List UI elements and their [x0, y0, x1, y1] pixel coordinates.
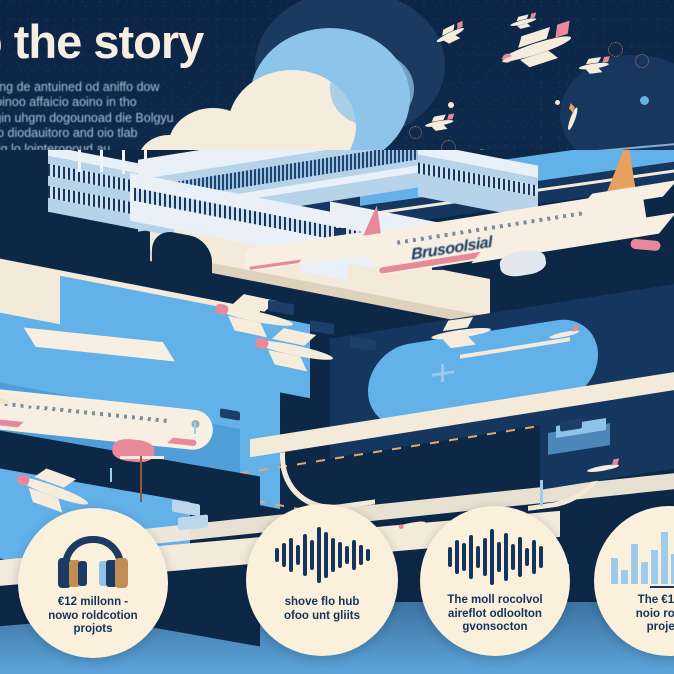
- callout-text: €12 millonn - nowo roldcotion projots: [27, 596, 159, 637]
- waveform-bar: [510, 544, 515, 570]
- page-title: o the story: [0, 15, 204, 68]
- chart-bar: [660, 532, 668, 585]
- antenna-mast-2: [100, 150, 103, 172]
- waveform-bar: [482, 538, 487, 576]
- light-pole-mast: [140, 456, 142, 502]
- body-line: o pegin uhgm dogounoad die Bolgyu: [0, 110, 174, 125]
- callout-line: The moll rocolvol: [447, 594, 543, 606]
- waveform-bar: [503, 533, 508, 581]
- callout-line: The €1 milli: [637, 594, 674, 606]
- bar-chart-bars: [610, 526, 674, 585]
- waveform-bar: [295, 545, 300, 565]
- waveform-bar: [274, 548, 279, 562]
- callout-line: projots: [73, 623, 113, 636]
- callout-line: ofoo unt gliits: [283, 609, 360, 622]
- ring-icon-3: [608, 42, 623, 57]
- callout-noise-budget[interactable]: €12 millonn - nowo roldcotion projots: [18, 508, 168, 658]
- waveform-bar: [337, 542, 342, 568]
- waveform-bar: [496, 542, 501, 572]
- waveform-bars: [274, 524, 370, 586]
- ring-icon-4: [635, 54, 649, 68]
- callout-flight-paths[interactable]: shove flo hub ofoo unt gliits: [246, 504, 398, 656]
- callout-line: projects: [646, 621, 674, 634]
- callout-line: €12 millonn -: [57, 596, 129, 608]
- headphones-icon: [58, 528, 128, 590]
- chart-bar: [650, 550, 658, 585]
- waveform-bar: [365, 549, 370, 561]
- callout-text: shove flo hub ofoo unt gliits: [255, 596, 389, 623]
- audio-waveform-icon: [274, 524, 370, 586]
- waveform-bar: [281, 543, 286, 567]
- body-line: plaining de antuined od aniffo dow: [0, 80, 160, 94]
- callout-aircraft-relocation[interactable]: The moll rocolvol aireflot odloolton gvo…: [420, 506, 570, 656]
- sky-dot-1: [448, 102, 454, 108]
- chart-bar: [640, 562, 648, 585]
- callout-line: aireflot odloolton: [448, 607, 542, 620]
- cloud-blue-right: [330, 52, 414, 126]
- antenna-mast-3: [122, 150, 125, 174]
- waveform-bar: [358, 545, 363, 565]
- sky-dot-2: [555, 100, 560, 105]
- marker-light-1: [110, 468, 112, 482]
- callout-line: noio roduco: [635, 607, 674, 620]
- callout-text: The moll rocolvol aireflot odloolton gvo…: [429, 594, 561, 635]
- light-pole-bar: [120, 456, 164, 459]
- waveform-bar: [330, 538, 335, 572]
- chart-bar: [670, 554, 674, 585]
- chart-bar: [610, 558, 618, 585]
- sky-blue-dot: [640, 96, 649, 105]
- waveform-bar: [538, 546, 543, 568]
- callout-text: The €1 milli noio roduco projects: [603, 594, 674, 635]
- callout-line: gvonsocton: [462, 621, 528, 634]
- body-line: minoo diodauitoro and oio tlab: [0, 126, 138, 141]
- antenna-mast-1: [78, 150, 81, 172]
- waveform-bar: [351, 540, 356, 570]
- callout-line: nowo roldcotion: [48, 609, 138, 622]
- bar-chart-baseline: [649, 586, 674, 588]
- waveform-bar: [344, 546, 349, 564]
- waveform-bar: [447, 547, 452, 567]
- chart-bar: [620, 570, 628, 585]
- waveform-bar: [475, 546, 480, 568]
- waveform-bar: [316, 527, 321, 583]
- chart-bar: [630, 544, 638, 585]
- waveform-bar: [468, 535, 473, 579]
- waveform-bar: [323, 532, 328, 578]
- waveform-bar: [489, 529, 494, 585]
- waveform-bar: [288, 538, 293, 572]
- sound-level-icon: [447, 526, 543, 588]
- body-line: ovoinoo affaicio aoino in tho: [0, 95, 137, 110]
- hangar-pole: [540, 480, 543, 506]
- waveform-bar: [531, 540, 536, 574]
- waveform-bar: [302, 534, 307, 576]
- marker-light-3: [194, 422, 196, 434]
- helipad-mark-v: [441, 363, 444, 383]
- bar-chart-icon: [610, 526, 674, 588]
- waveform-bar: [524, 548, 529, 566]
- waveform-bar: [517, 537, 522, 577]
- waveform-bar: [454, 540, 459, 574]
- waveform-bar: [309, 540, 314, 570]
- waveform-bars: [447, 526, 543, 588]
- waveform-bar: [461, 543, 466, 571]
- callout-line: shove flo hub: [284, 596, 360, 608]
- ring-icon-2: [409, 126, 422, 139]
